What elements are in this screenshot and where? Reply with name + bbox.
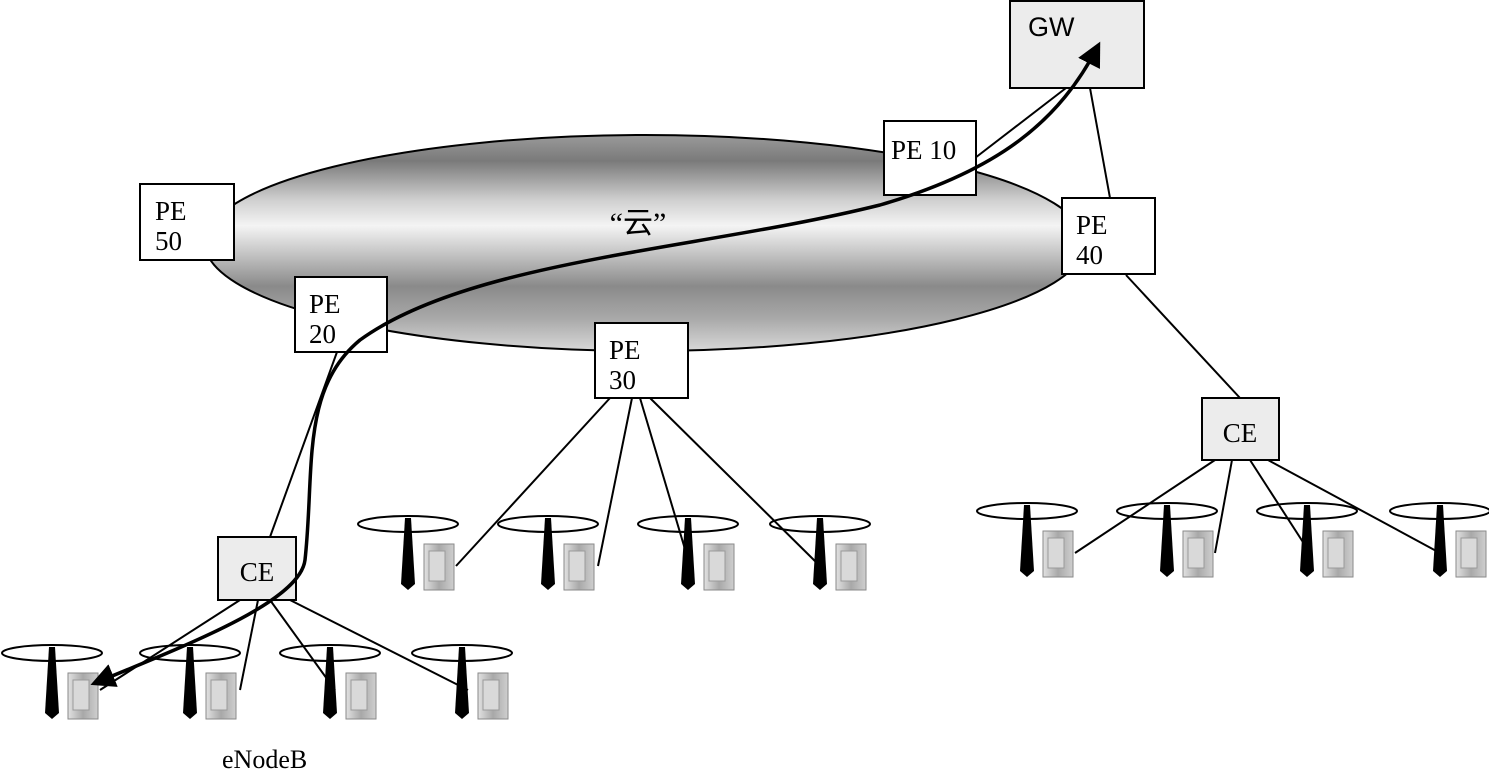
pe50-label-line2: 50: [155, 226, 182, 256]
pe40-node: PE 40: [1061, 197, 1156, 275]
enodeb-7: [637, 515, 739, 591]
antenna-mast-icon: [1020, 505, 1034, 577]
enodeb-10: [1116, 502, 1218, 578]
cabinet-panel-icon: [1327, 537, 1345, 569]
link-ce-right-enb4: [1267, 459, 1441, 554]
enodeb-4: [411, 644, 513, 720]
cabinet-panel-icon: [1187, 537, 1205, 569]
cabinet-panel-icon: [428, 550, 446, 582]
cabinet-panel-icon: [1047, 537, 1065, 569]
enodeb-3: [279, 644, 381, 720]
enodeb-9: [976, 502, 1078, 578]
enodeb-6: [497, 515, 599, 591]
antenna-mast-icon: [813, 518, 827, 590]
cabinet-panel-icon: [708, 550, 726, 582]
link-ce-right-enb3: [1249, 459, 1311, 554]
pe20-label-line2: 20: [309, 319, 336, 349]
pe50-node: PE 50: [139, 183, 235, 261]
pe50-label-line1: PE: [155, 196, 187, 226]
link-pe30-enb3: [639, 397, 691, 567]
antenna-mast-icon: [401, 518, 415, 590]
pe10-label: PE 10: [891, 135, 956, 165]
cabinet-panel-icon: [840, 550, 858, 582]
pe20-label-line1: PE: [309, 289, 341, 319]
link-pe30-enb4: [649, 397, 821, 567]
antenna-mast-icon: [1300, 505, 1314, 577]
enodeb-8: [769, 515, 871, 591]
antenna-mast-icon: [455, 647, 469, 719]
cabinet-panel-icon: [568, 550, 586, 582]
enodeb-1: [1, 644, 103, 720]
enodeb-caption: eNodeB: [222, 745, 307, 774]
antenna-mast-icon: [681, 518, 695, 590]
enodeb-2: [139, 644, 241, 720]
link-pe40-ce-right: [1125, 274, 1241, 399]
cabinet-panel-icon: [1460, 537, 1478, 569]
gateway-node: GW: [1009, 0, 1145, 89]
antenna-mast-icon: [323, 647, 337, 719]
link-pe30-enb2: [597, 397, 633, 567]
pe40-label-line2: 40: [1076, 240, 1103, 270]
enodeb-11: [1256, 502, 1358, 578]
ce-right-node: CE: [1201, 397, 1280, 461]
pe40-label-line1: PE: [1076, 210, 1108, 240]
enodeb-5: [357, 515, 459, 591]
antenna-mast-icon: [541, 518, 555, 590]
pe20-node: PE 20: [294, 276, 388, 353]
traffic-path-arrow: [90, 41, 1101, 687]
cabinet-panel-icon: [72, 679, 90, 711]
cabinet-panel-icon: [210, 679, 228, 711]
antenna-mast-icon: [1160, 505, 1174, 577]
ce-right-label: CE: [1223, 418, 1258, 448]
antenna-mast-icon: [1433, 505, 1447, 577]
cloud-label: “云”: [610, 207, 667, 240]
antenna-mast-icon: [183, 647, 197, 719]
link-ce-right-enb2: [1214, 459, 1233, 554]
ce-left-label: CE: [240, 557, 275, 587]
link-pe20-ce-left: [269, 351, 338, 538]
enodeb-stations: [1, 502, 1489, 720]
link-gw-pe40: [1089, 87, 1111, 199]
link-gw-pe10: [974, 87, 1067, 159]
pe10-node: PE 10: [883, 120, 977, 196]
pe30-node: PE 30: [594, 322, 689, 399]
cabinet-panel-icon: [482, 679, 500, 711]
enodeb-12: [1389, 502, 1489, 578]
antenna-mast-icon: [45, 647, 59, 719]
cabinet-panel-icon: [350, 679, 368, 711]
pe30-label-line1: PE: [609, 335, 641, 365]
pe30-label-line2: 30: [609, 365, 636, 395]
link-pe30-enb1: [455, 397, 611, 567]
gateway-label: GW: [1028, 12, 1075, 42]
